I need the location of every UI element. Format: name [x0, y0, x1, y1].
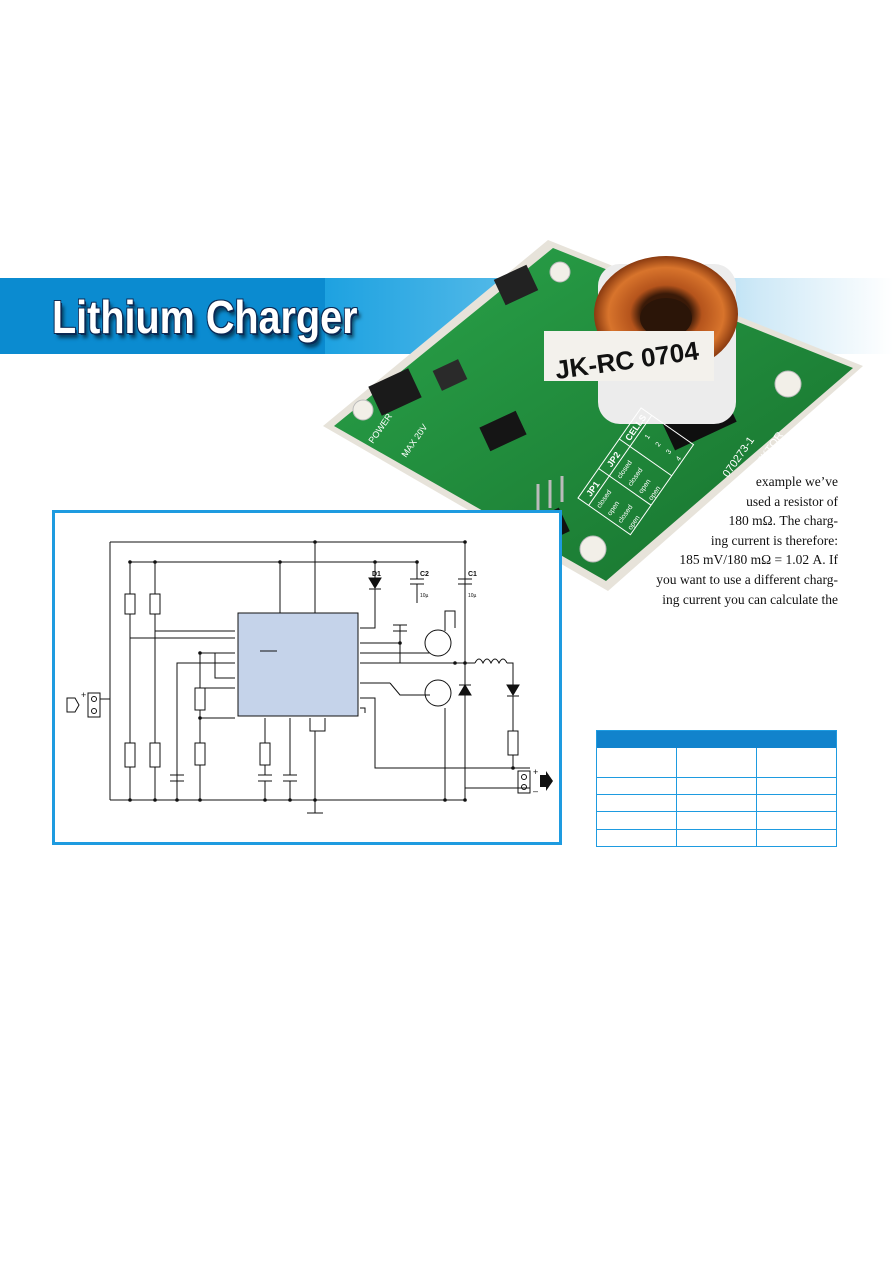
- text-line: 185 mV/180 mΩ = 1.02 A. If: [679, 552, 838, 568]
- text-line: ing current is therefore:: [710, 532, 838, 548]
- table-divider: [756, 748, 757, 846]
- page-title: Lithium Charger: [52, 291, 358, 343]
- ic-chip: [237, 612, 359, 717]
- label-c2-value: 10µ: [420, 593, 429, 599]
- text-line: 180 mΩ. The charg-: [728, 513, 838, 529]
- jumper-cell: 3: [665, 448, 673, 455]
- schematic-frame: D1 C2 10µ C1 10µ + + –: [52, 510, 562, 845]
- title-band-solid: [0, 278, 325, 354]
- label-c1: C1: [468, 571, 477, 578]
- jumper-cell: 4: [675, 455, 683, 462]
- text-line: you want to use a different charg-: [656, 571, 838, 587]
- text-line: example we’ve: [755, 474, 838, 489]
- output-plus-label: +: [533, 767, 538, 777]
- schematic-diagram: D1 C2 10µ C1 10µ + + –: [66, 540, 553, 814]
- table-row: [597, 829, 836, 830]
- table-divider: [676, 748, 677, 846]
- label-c1-value: 10µ: [468, 593, 477, 599]
- input-plus-label: +: [81, 690, 86, 700]
- table-header: [597, 731, 836, 748]
- output-minus-label: –: [533, 786, 538, 796]
- label-d1: D1: [372, 571, 381, 578]
- table-row: [597, 794, 836, 795]
- body-text: example we’ve used a resistor of 180 mΩ.…: [560, 472, 838, 609]
- jumper-settings-table: [596, 730, 837, 847]
- table-row: [597, 811, 836, 812]
- board-photo: JK-RC 0704 070273-1 © ELEKTOR POWER MAX …: [323, 240, 863, 591]
- mount-hole: [579, 535, 607, 563]
- output-arrow-icon: [540, 771, 553, 791]
- jumper-cell: 1: [644, 434, 652, 441]
- mount-hole: [549, 261, 571, 283]
- text-line: used a resistor of: [746, 493, 838, 509]
- table-row: [597, 777, 836, 778]
- label-c2: C2: [420, 571, 429, 578]
- mount-hole: [352, 399, 374, 421]
- jumper-cell: 2: [655, 441, 663, 448]
- mount-hole: [774, 370, 802, 398]
- text-line: ing current you can calculate the: [662, 591, 838, 607]
